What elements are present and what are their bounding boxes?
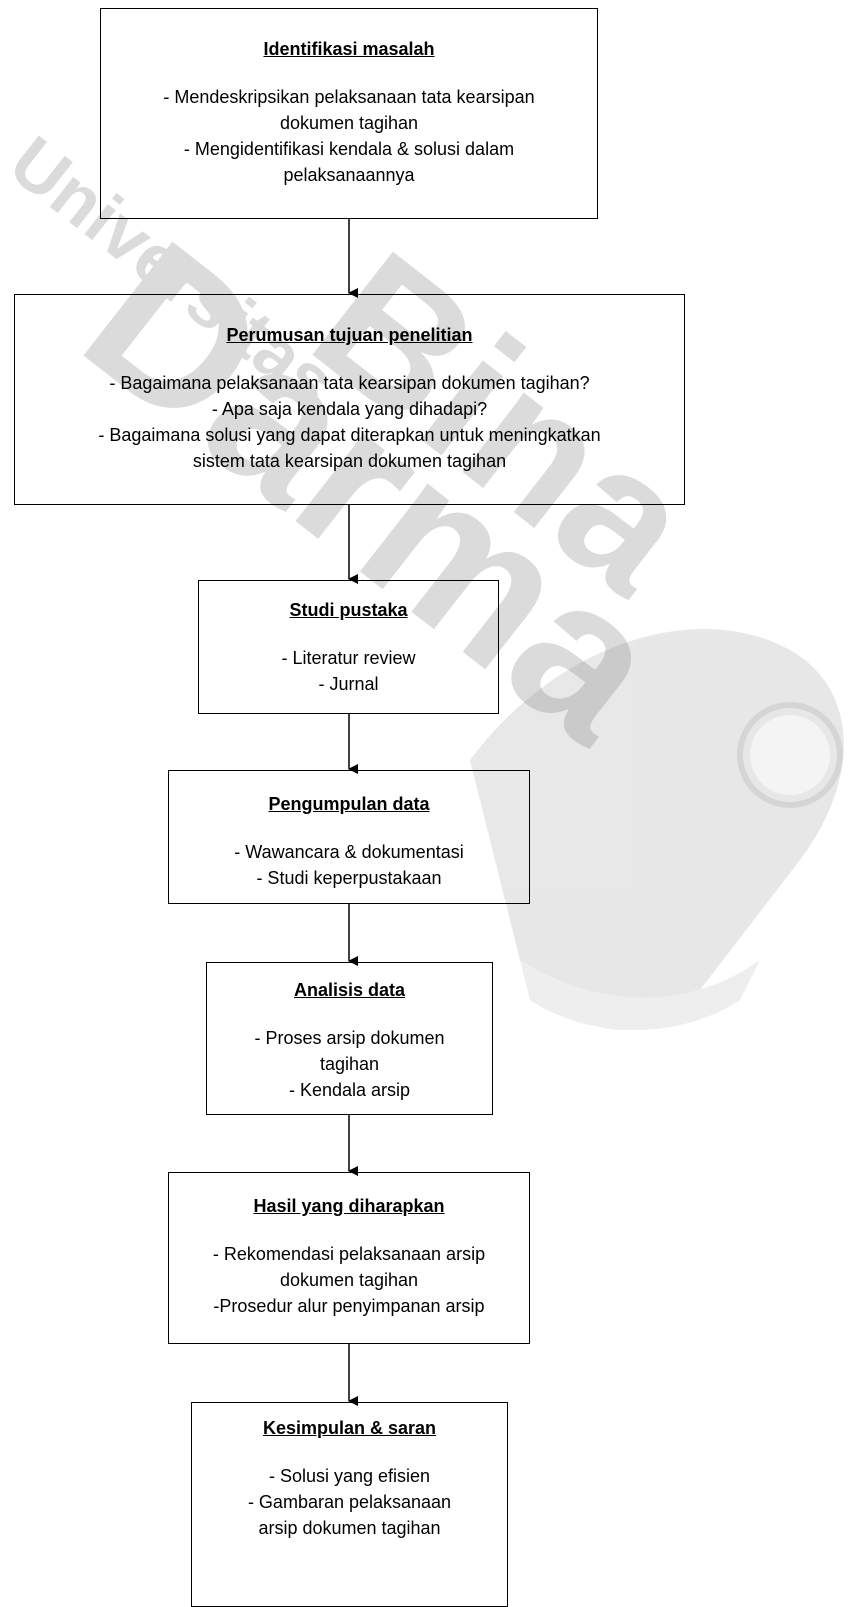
step-pengumpulan-data: Pengumpulan data - Wawancara & dokumenta… <box>168 770 530 904</box>
step-line: - Studi keperpustakaan <box>256 868 442 888</box>
step-line: arsip dokumen tagihan <box>258 1518 441 1538</box>
step-analisis-data: Analisis data - Proses arsip dokumen tag… <box>206 962 493 1115</box>
step-line: - Solusi yang efisien <box>268 1466 431 1486</box>
step-title: Analisis data <box>293 980 406 1000</box>
step-line: - Gambaran pelaksanaan <box>247 1492 452 1512</box>
step-title: Hasil yang diharapkan <box>253 1196 445 1216</box>
step-line: - Proses arsip dokumen <box>254 1028 445 1048</box>
step-kesimpulan-saran: Kesimpulan & saran - Solusi yang efisien… <box>191 1402 508 1607</box>
step-line: dokumen tagihan <box>279 1270 419 1290</box>
step-line: - Bagaimana solusi yang dapat diterapkan… <box>98 425 601 445</box>
step-line: - Mendeskripsikan pelaksanaan tata kears… <box>163 87 535 107</box>
step-title: Perumusan tujuan penelitian <box>226 325 473 345</box>
step-line: - Jurnal <box>318 674 379 694</box>
step-title: Pengumpulan data <box>268 794 430 814</box>
step-line: - Wawancara & dokumentasi <box>234 842 464 862</box>
step-line: -Prosedur alur penyimpanan arsip <box>213 1296 485 1316</box>
step-identifikasi-masalah: Identifikasi masalah - Mendeskripsikan p… <box>100 8 598 219</box>
step-title: Kesimpulan & saran <box>262 1418 437 1438</box>
step-line: - Apa saja kendala yang dihadapi? <box>211 399 488 419</box>
step-hasil-yang-diharapkan: Hasil yang diharapkan - Rekomendasi pela… <box>168 1172 530 1344</box>
step-line: - Mengidentifikasi kendala & solusi dala… <box>183 139 515 159</box>
step-line: - Rekomendasi pelaksanaan arsip <box>212 1244 486 1264</box>
step-line: - Kendala arsip <box>288 1080 411 1100</box>
step-line: - Bagaimana pelaksanaan tata kearsipan d… <box>109 373 590 393</box>
step-title: Identifikasi masalah <box>263 39 435 59</box>
step-line: dokumen tagihan <box>279 113 419 133</box>
step-line: tagihan <box>319 1054 380 1074</box>
step-perumusan-tujuan: Perumusan tujuan penelitian - Bagaimana … <box>14 294 685 505</box>
step-title: Studi pustaka <box>289 600 408 620</box>
step-line: pelaksanaannya <box>283 165 415 185</box>
step-line: - Literatur review <box>281 648 416 668</box>
step-line: sistem tata kearsipan dokumen tagihan <box>192 451 507 471</box>
